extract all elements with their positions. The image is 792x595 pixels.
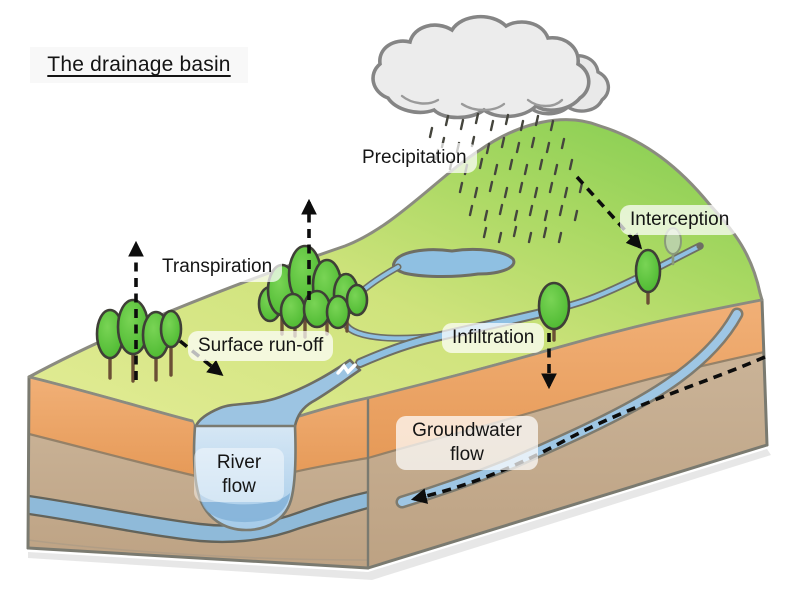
label-interception: Interception (620, 205, 740, 235)
interception-arrow (575, 175, 643, 250)
waterfall-mark (336, 363, 357, 375)
rain-cloud-icon (371, 14, 610, 120)
label-river-flow: River flow (194, 448, 284, 502)
river-cut (192, 424, 297, 532)
trees-middle (257, 244, 369, 339)
surface-runoff-arrow (178, 339, 224, 376)
trees-left (95, 298, 183, 383)
label-groundwater-flow: Groundwater flow (396, 416, 538, 470)
diagram-title: The drainage basin (30, 47, 248, 83)
label-precipitation: Precipitation (352, 143, 477, 173)
front-face-faint-stratum-line (27, 539, 369, 561)
orange-layer-bottom-line-front (28, 432, 369, 478)
tree-infiltration (537, 281, 571, 342)
main-river-upper (355, 307, 550, 368)
diagram-title-text: The drainage basin (47, 53, 231, 76)
river-cut-water (200, 493, 290, 523)
label-surface-runoff: Surface run-off (188, 331, 334, 361)
label-infiltration: Infiltration (442, 323, 545, 353)
pond (392, 247, 516, 279)
groundwater-flow-arrow (410, 355, 766, 504)
block-edges (26, 298, 769, 570)
label-transpiration: Transpiration (152, 252, 283, 282)
main-river-lower (194, 358, 362, 432)
